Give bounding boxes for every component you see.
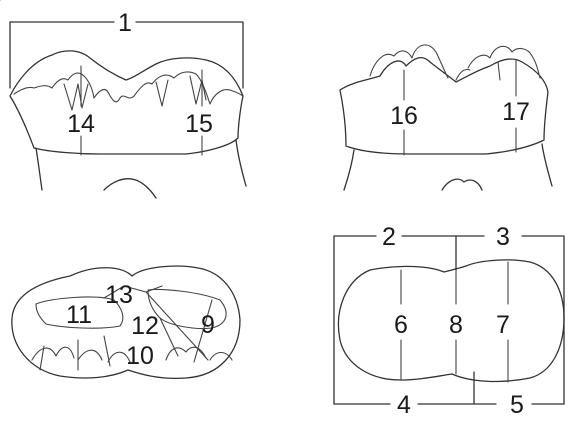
label-6: 6 (394, 311, 408, 339)
label-15: 15 (185, 110, 213, 138)
cusp-detail-right (370, 45, 540, 80)
label-5: 5 (510, 391, 524, 419)
label-11: 11 (66, 301, 92, 329)
label-13: 13 (105, 281, 133, 309)
roots-right (344, 144, 552, 190)
label-16: 16 (390, 102, 418, 130)
label-17: 17 (502, 98, 530, 126)
label-8: 8 (449, 311, 463, 339)
label-10: 10 (126, 342, 154, 370)
labels: 1 14 15 16 17 13 11 12 9 10 2 3 6 8 7 4 … (66, 9, 530, 419)
label-1: 1 (118, 9, 132, 37)
crown-outline-left (10, 51, 243, 154)
label-12: 12 (131, 312, 159, 340)
label-9: 9 (201, 311, 215, 339)
cusp-detail-left (14, 72, 243, 104)
label-7: 7 (496, 311, 510, 339)
label-14: 14 (67, 110, 95, 138)
label-3: 3 (496, 223, 510, 251)
label-2: 2 (382, 223, 396, 251)
label-4: 4 (397, 391, 411, 419)
